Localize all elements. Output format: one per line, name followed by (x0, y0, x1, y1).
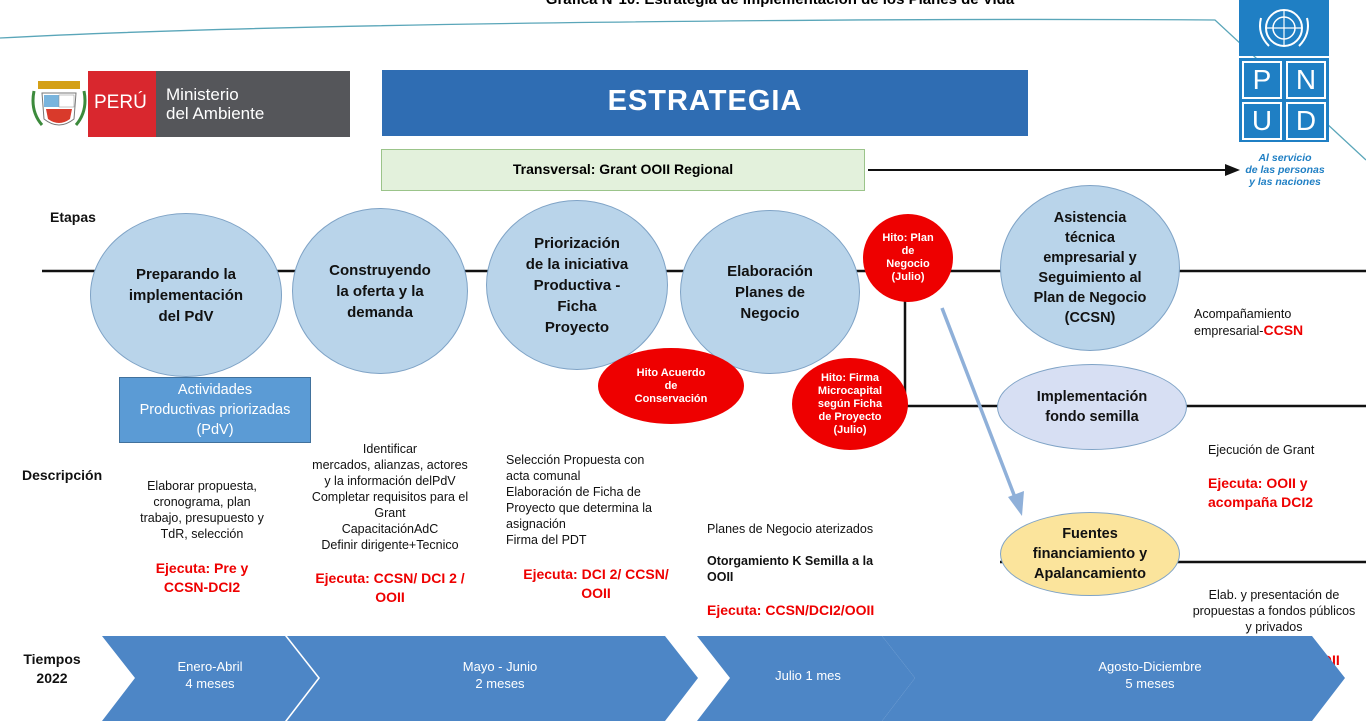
etapas-label: Etapas (50, 209, 96, 225)
timeline-period: Agosto-Diciembre (1098, 659, 1202, 674)
timeline-seg-4: Agosto-Diciembre 5 meses (1040, 658, 1260, 692)
timeline-period: Julio 1 mes (775, 668, 841, 683)
desc-ejecuta: CCSN (1263, 322, 1304, 338)
desc-bold: Otorgamiento K Semilla a la OOII (707, 554, 874, 584)
pnud-letter-u: U (1242, 102, 1282, 140)
desc-ejecuta: Ejecuta: CCSN/ DCI 2 / OOII (315, 570, 465, 605)
blue-diagonal-arrow-head (1008, 491, 1024, 516)
transversal-label: Transversal: Grant OOII Regional (512, 161, 734, 177)
hito-label: Hito: Plan de Negocio (Julio) (882, 232, 934, 283)
stage-construyendo: Construyendo la oferta y la demanda (292, 208, 468, 374)
blue-diagonal-arrow (940, 307, 1018, 501)
timeline-seg-1: Enero-Abril 4 meses (130, 658, 290, 692)
pnud-tagline-3: y las naciones (1249, 176, 1321, 188)
hito-label: Hito Acuerdo de Conservación (634, 366, 708, 405)
timeline-arrow-3 (697, 636, 915, 721)
ministerio-line2: del Ambiente (166, 104, 265, 123)
desc-priorizacion: Selección Propuesta con acta comunal Ela… (506, 436, 686, 619)
transversal-box (381, 149, 865, 191)
pnud-grid (1239, 58, 1329, 142)
stage-label: Construyendo la oferta y la demanda (329, 261, 431, 321)
pnud-logo: P N U D (1239, 0, 1329, 150)
estrategia-label: ESTRATEGIA (607, 85, 803, 117)
peru-coat-of-arms (30, 71, 88, 137)
pnud-letter-n: N (1286, 61, 1326, 99)
desc-text: Identificar mercados, alianzas, actores … (311, 442, 469, 552)
desc-ejecuta: Ejecuta: OOII y acompaña DCI2 (1208, 475, 1314, 510)
desc-preparando: Elaborar propuesta, cronograma, plan tra… (127, 462, 277, 613)
stage-label: Implementación fondo semilla (1036, 389, 1148, 425)
desc-text: Selección Propuesta con acta comunal Ela… (506, 453, 652, 547)
stage-priorizacion: Priorización de la iniciativa Productiva… (486, 200, 668, 370)
hito-plan-negocio: Hito: Plan de Negocio (Julio) (863, 214, 953, 302)
hito-acuerdo-conservacion: Hito Acuerdo de Conservación (598, 348, 744, 424)
figure-title: Gráfica N°10: Estrategia de implementaci… (420, 0, 1140, 8)
desc-elaboracion: Planes de Negocio aterizados Otorgamient… (707, 505, 897, 636)
timeline-duration: 4 meses (185, 676, 235, 691)
peru-ministerio-logo: PERÚ Ministerio del Ambiente (30, 71, 350, 137)
peru-red-block (88, 71, 156, 137)
tiempos-label-1: Tiempos (23, 651, 81, 667)
timeline-duration: 2 meses (475, 676, 525, 691)
timeline-arrow-1 (102, 636, 318, 721)
stage-implementacion-semilla: Implementación fondo semilla (997, 364, 1187, 450)
estrategia-banner (382, 70, 1028, 136)
pnud-tagline: Al servicio de las personas y las nacion… (1230, 152, 1340, 188)
timeline-seg-2: Mayo - Junio 2 meses (400, 658, 600, 692)
timeline-arrows (102, 636, 1345, 721)
stage-elaboracion: Elaboración Planes de Negocio (680, 210, 860, 374)
desc-asistencia: Acompañamiento empresarial-CCSN (1194, 290, 1354, 339)
ministerio-line1: Ministerio (166, 85, 239, 104)
timeline-arrow-4 (882, 636, 1345, 721)
timeline-seg-3: Julio 1 mes (728, 667, 888, 684)
timeline-duration: 5 meses (1125, 676, 1175, 691)
desc-construyendo: Identificar mercados, alianzas, actores … (300, 425, 480, 623)
tiempos-label-2: 2022 (36, 670, 68, 686)
stage-label: Preparando la implementación del PdV (128, 265, 244, 325)
desc-semilla: Ejecución de Grant Ejecuta: OOII y acomp… (1208, 426, 1358, 528)
pnud-tagline-1: Al servicio (1258, 152, 1312, 164)
stage-label: Fuentes financiamiento y Apalancamiento (1032, 526, 1148, 582)
stage-label: Asistencia técnica empresarial y Seguimi… (1033, 210, 1147, 326)
desc-text: Planes de Negocio aterizados (707, 522, 874, 536)
stage-fuentes: Fuentes financiamiento y Apalancamiento (1000, 512, 1180, 596)
un-globe-icon (1259, 9, 1309, 47)
desc-text: Elab. y presentación de propuestas a fon… (1192, 588, 1356, 634)
stage-preparando: Preparando la implementación del PdV (90, 213, 282, 377)
header-curve-line (0, 18, 1366, 161)
pnud-tagline-2: de las personas (1245, 164, 1325, 176)
pnud-letter-p: P (1242, 61, 1282, 99)
tiempos-label: Tiempos 2022 (22, 650, 82, 688)
descripcion-label: Descripción (22, 467, 103, 483)
desc-ejecuta: Ejecuta: CCSN/DCI2/OOII (707, 602, 875, 618)
timeline-arrow-2 (287, 636, 698, 721)
hito-firma-microcapital: Hito: Firma Microcapital según Ficha de … (792, 358, 908, 450)
actividades-box: Actividades Productivas priorizadas (PdV… (119, 377, 311, 443)
transversal-arrow-head (1225, 164, 1240, 176)
pnud-emblem-box (1239, 0, 1329, 56)
desc-text: Acompañamiento empresarial- (1194, 307, 1292, 338)
desc-ejecuta: Ejecuta: DCI 2/ CCSN/ OOII (523, 566, 669, 601)
stage-label: Priorización de la iniciativa Productiva… (525, 234, 629, 336)
desc-text: Elaborar propuesta, cronograma, plan tra… (140, 479, 264, 541)
timeline-period: Enero-Abril (177, 659, 243, 674)
pnud-letter-d: D (1286, 102, 1326, 140)
peru-label: PERÚ (94, 92, 147, 113)
stage-label: Elaboración Planes de Negocio (727, 262, 813, 322)
desc-text: Ejecución de Grant (1208, 443, 1315, 457)
hito-label: Hito: Firma Microcapital según Ficha de … (817, 371, 883, 436)
stage-asistencia: Asistencia técnica empresarial y Seguimi… (1000, 185, 1180, 351)
timeline-period: Mayo - Junio (462, 659, 538, 674)
desc-ejecuta: Ejecuta: Pre y CCSN-DCI2 (155, 560, 249, 595)
